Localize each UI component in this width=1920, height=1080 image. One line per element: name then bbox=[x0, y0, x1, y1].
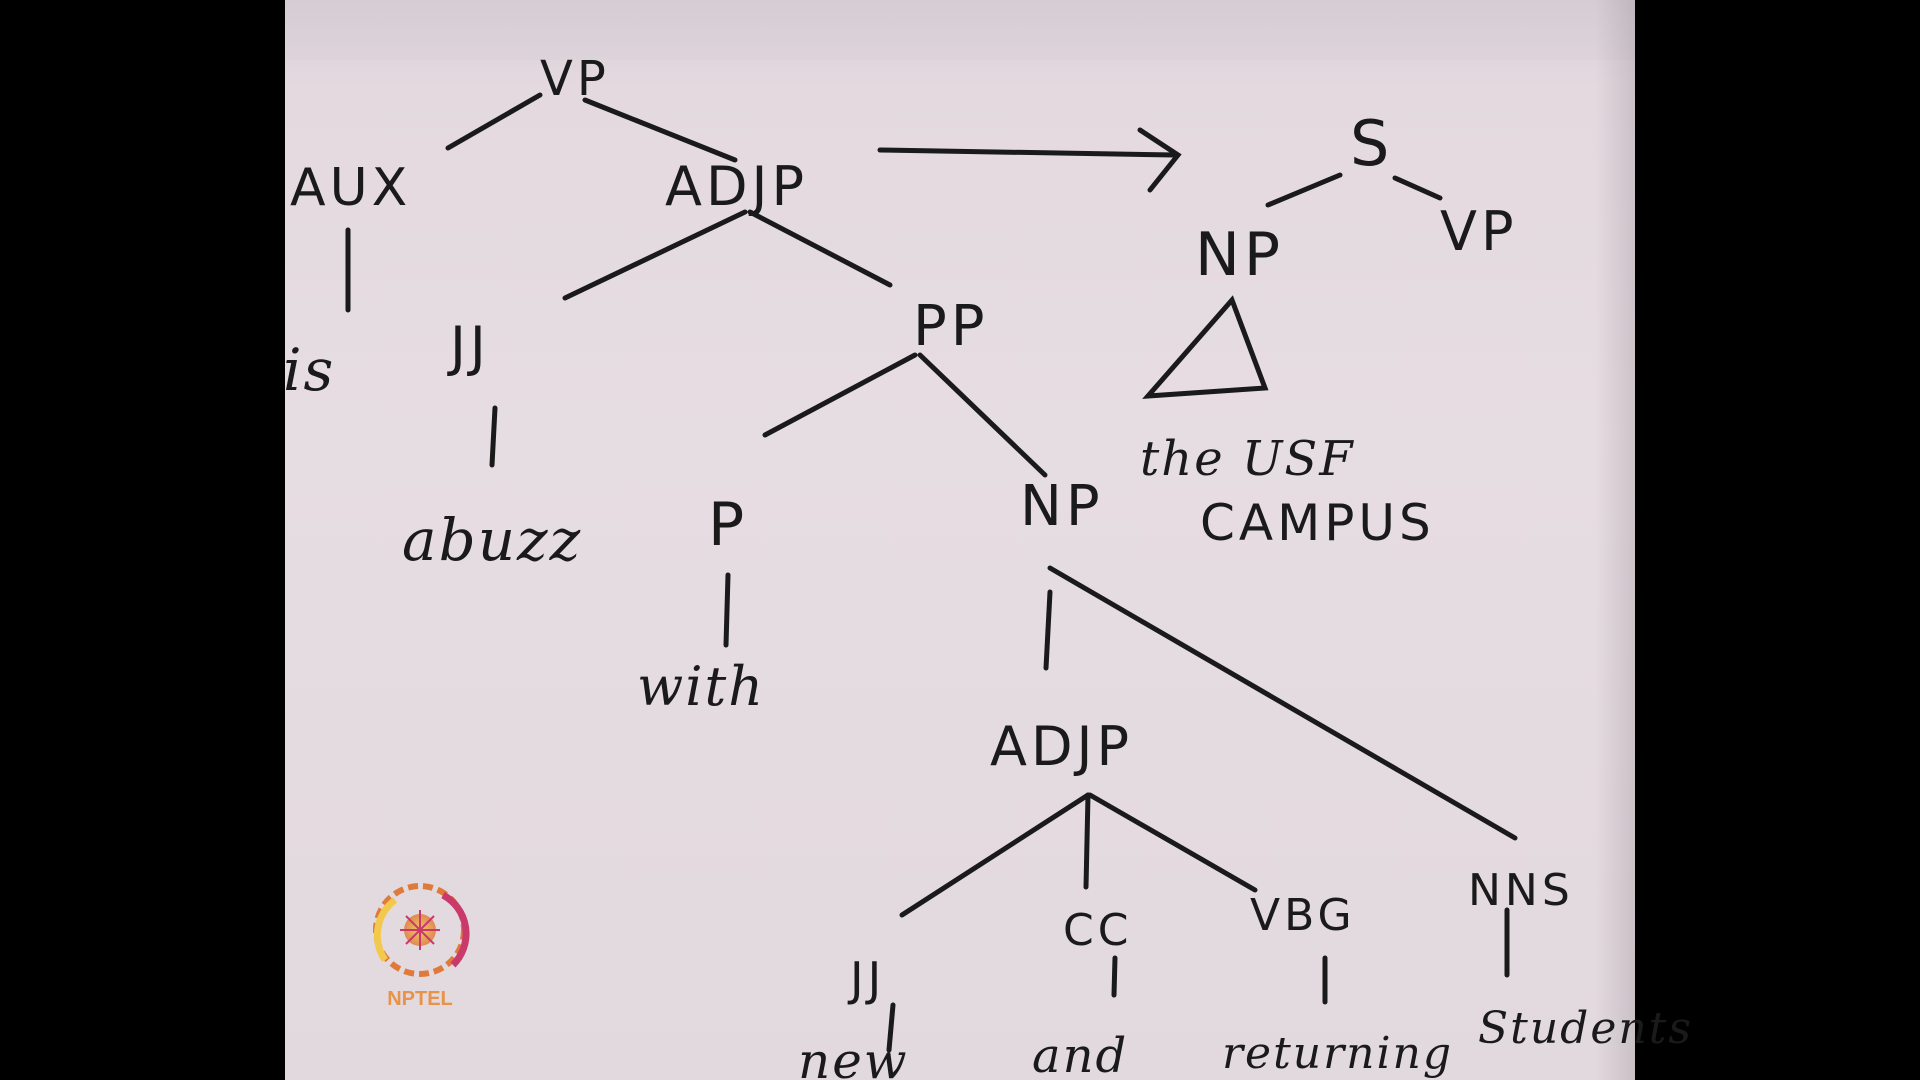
edge-pp-np bbox=[917, 352, 1048, 478]
side-edge-s-np bbox=[1265, 172, 1343, 208]
edge-cc-and bbox=[1111, 955, 1118, 998]
node-jj-top: JJ bbox=[447, 315, 490, 378]
node-pp: PP bbox=[913, 294, 989, 359]
word-returning: returning bbox=[1222, 1028, 1453, 1079]
edge-vp-aux bbox=[445, 92, 543, 151]
edge-adjp-jj bbox=[562, 209, 748, 301]
whiteboard bbox=[285, 0, 1635, 1080]
side-np-words-line2: CAMPUS bbox=[1200, 494, 1435, 552]
edge-np-nns bbox=[1047, 565, 1518, 841]
side-node-vp: VP bbox=[1440, 200, 1518, 263]
nptel-logo-text: NPTEL bbox=[387, 988, 453, 1010]
node-aux: AUX bbox=[290, 158, 411, 218]
node-nns: NNS bbox=[1468, 865, 1574, 916]
node-np-main: NP bbox=[1020, 474, 1104, 539]
node-vbg: VBG bbox=[1250, 890, 1356, 941]
side-node-np: NP bbox=[1195, 220, 1284, 290]
edge-vp-adjp bbox=[582, 97, 738, 163]
edge-adjp-pp bbox=[747, 209, 893, 288]
edge-jj-new bbox=[886, 1002, 896, 1053]
word-and: and bbox=[1032, 1028, 1128, 1080]
node-jj-lower: JJ bbox=[847, 952, 885, 1006]
edge-jj-abuzz bbox=[489, 405, 498, 468]
node-p: P bbox=[708, 490, 748, 560]
word-students: Students bbox=[1478, 1003, 1693, 1054]
edge-adjp-jj-lower bbox=[899, 792, 1091, 918]
word-abuzz: abuzz bbox=[402, 506, 582, 574]
word-new: new bbox=[798, 1032, 909, 1080]
edge-adjp-vbg bbox=[1087, 792, 1258, 893]
edge-adjp-cc bbox=[1083, 792, 1091, 890]
np-triangle-icon bbox=[1142, 295, 1269, 399]
word-is: is bbox=[283, 336, 335, 404]
node-adjp-lower: ADJP bbox=[990, 715, 1133, 778]
arrow-head-icon bbox=[1137, 127, 1182, 193]
node-vp-root: VP bbox=[540, 51, 610, 107]
node-adjp-top: ADJP bbox=[665, 155, 808, 218]
edge-pp-p bbox=[762, 352, 918, 438]
board-top-edge bbox=[285, 0, 1635, 60]
side-node-s: S bbox=[1350, 107, 1393, 180]
nptel-logo-icon: NPTEL bbox=[373, 883, 470, 1010]
edge-np-adjp bbox=[1043, 589, 1053, 671]
edge-p-with bbox=[723, 572, 731, 648]
word-with: with bbox=[637, 655, 765, 718]
side-edge-s-vp bbox=[1392, 175, 1443, 201]
arrow-shaft bbox=[877, 147, 1178, 158]
node-cc: CC bbox=[1063, 905, 1132, 956]
side-np-words-line1: the USF bbox=[1140, 431, 1355, 487]
board-shadow bbox=[1595, 0, 1635, 1080]
